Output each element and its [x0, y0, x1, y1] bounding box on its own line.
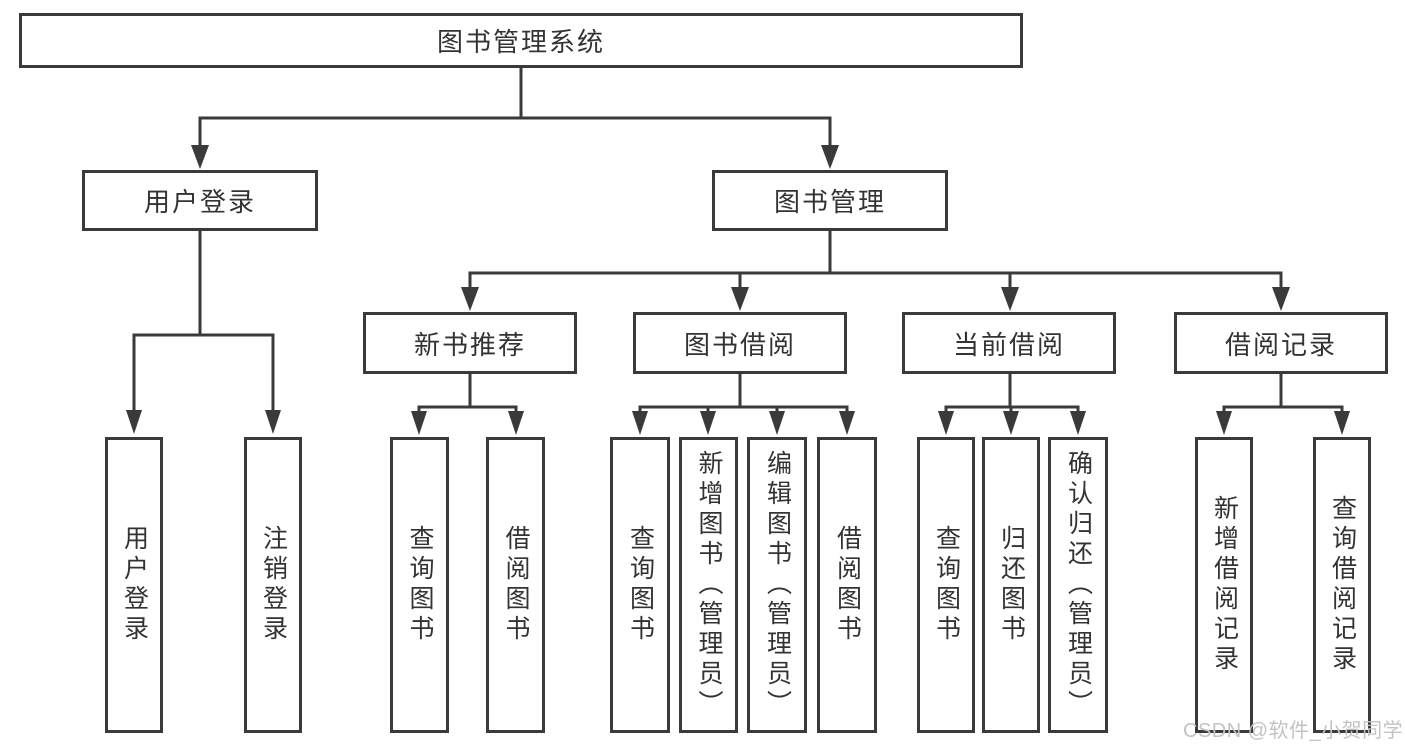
node-book-borrow: 图书借阅 — [633, 312, 847, 374]
node-user-login: 用户登录 — [82, 170, 318, 231]
leaf-borrow-borrow: 借阅图书 — [817, 437, 877, 733]
node-current-borrow-label: 当前借阅 — [952, 329, 1065, 360]
node-book-borrow-label: 图书借阅 — [683, 329, 796, 360]
node-new-book-recommend-label: 新书推荐 — [413, 329, 526, 360]
leaf-current-return-label: 归还图书 — [997, 525, 1026, 645]
node-user-login-label: 用户登录 — [143, 187, 256, 217]
node-new-book-recommend: 新书推荐 — [363, 312, 577, 374]
node-borrow-records: 借阅记录 — [1174, 312, 1388, 374]
leaf-newbook-query: 查询图书 — [390, 437, 449, 733]
leaf-borrow-add-admin: 新增图书（管理员） — [679, 437, 738, 733]
node-library-system-label: 图书管理系统 — [436, 27, 605, 57]
leaf-borrow-borrow-label: 借阅图书 — [833, 525, 862, 645]
leaf-records-add: 新增借阅记录 — [1195, 437, 1253, 733]
leaf-records-query: 查询借阅记录 — [1313, 437, 1371, 733]
leaf-borrow-add-admin-label: 新增图书（管理员） — [695, 450, 723, 720]
leaf-current-query: 查询图书 — [917, 437, 975, 733]
leaf-current-return: 归还图书 — [982, 437, 1040, 733]
leaf-records-add-label: 新增借阅记录 — [1210, 495, 1239, 675]
leaf-borrow-query: 查询图书 — [610, 437, 670, 733]
leaf-logout-label: 注销登录 — [259, 525, 288, 645]
node-book-management: 图书管理 — [712, 170, 948, 231]
leaf-records-query-label: 查询借阅记录 — [1328, 495, 1357, 675]
leaf-logout: 注销登录 — [244, 437, 302, 733]
leaf-newbook-query-label: 查询图书 — [406, 525, 434, 645]
leaf-newbook-borrow: 借阅图书 — [486, 437, 545, 733]
node-library-system: 图书管理系统 — [19, 13, 1023, 68]
leaf-newbook-borrow-label: 借阅图书 — [502, 525, 530, 645]
arrowheads — [126, 145, 1350, 435]
leaf-current-confirm-admin-label: 确认归还（管理员） — [1064, 450, 1093, 720]
leaf-current-query-label: 查询图书 — [932, 525, 961, 645]
leaf-user-login: 用户登录 — [105, 437, 163, 733]
leaf-user-login-label: 用户登录 — [120, 525, 149, 645]
leaf-current-confirm-admin: 确认归还（管理员） — [1048, 437, 1108, 733]
node-borrow-records-label: 借阅记录 — [1224, 329, 1337, 360]
node-current-borrow: 当前借阅 — [902, 312, 1116, 374]
leaf-borrow-query-label: 查询图书 — [626, 525, 655, 645]
leaf-borrow-edit-admin-label: 编辑图书（管理员） — [763, 450, 792, 720]
node-book-management-label: 图书管理 — [773, 187, 886, 217]
csdn-watermark: CSDN @软件_小贺同学 — [1183, 720, 1404, 742]
leaf-borrow-edit-admin: 编辑图书（管理员） — [747, 437, 807, 733]
